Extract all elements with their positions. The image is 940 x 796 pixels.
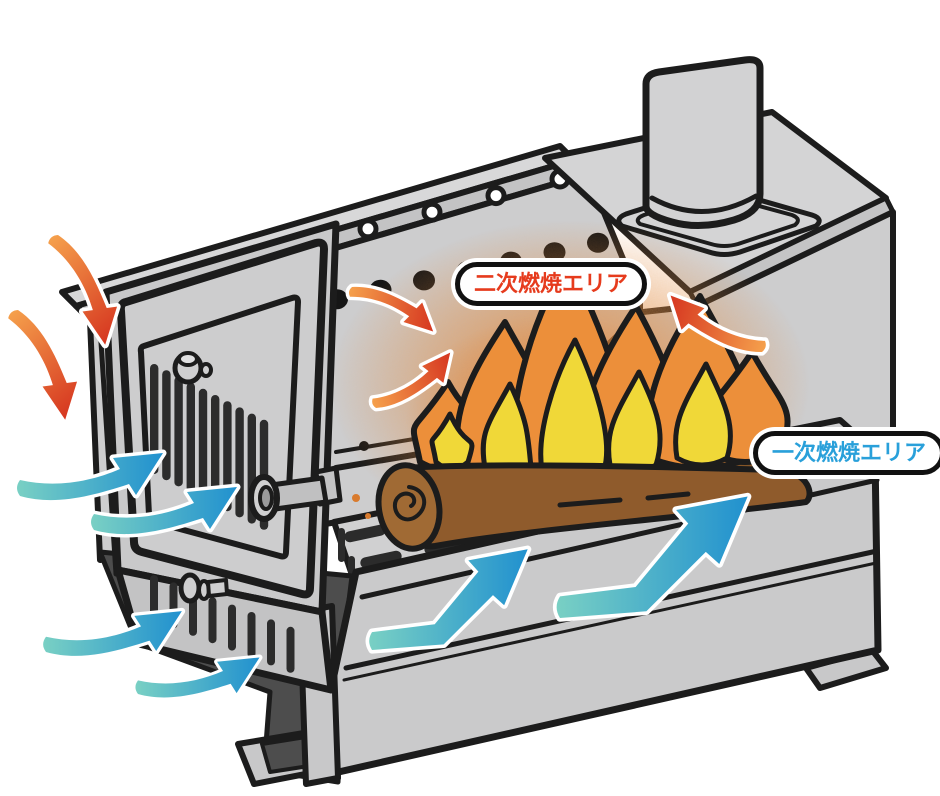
door-handle — [248, 465, 343, 522]
hot-air-arrow-top-2 — [0, 306, 94, 420]
chimney-pipe — [642, 56, 764, 229]
door-vent-slots — [150, 364, 269, 530]
fire — [352, 259, 813, 552]
flame-cores — [429, 337, 733, 480]
door-knob — [172, 351, 213, 385]
secondary-combustion-label: 二次燃焼エリア — [455, 262, 648, 306]
primary-combustion-label: 一次燃焼エリア — [753, 431, 940, 475]
lower-vent-slots — [150, 575, 295, 673]
hinge-bolt — [178, 572, 229, 604]
cold-air-arrow-door-1 — [17, 453, 163, 500]
ember — [365, 513, 371, 519]
front-log — [402, 462, 813, 550]
door-inner-frame — [137, 294, 301, 560]
cold-air-arrow-base-1 — [43, 611, 182, 656]
log-end-grain — [375, 462, 443, 552]
ember — [352, 494, 360, 502]
